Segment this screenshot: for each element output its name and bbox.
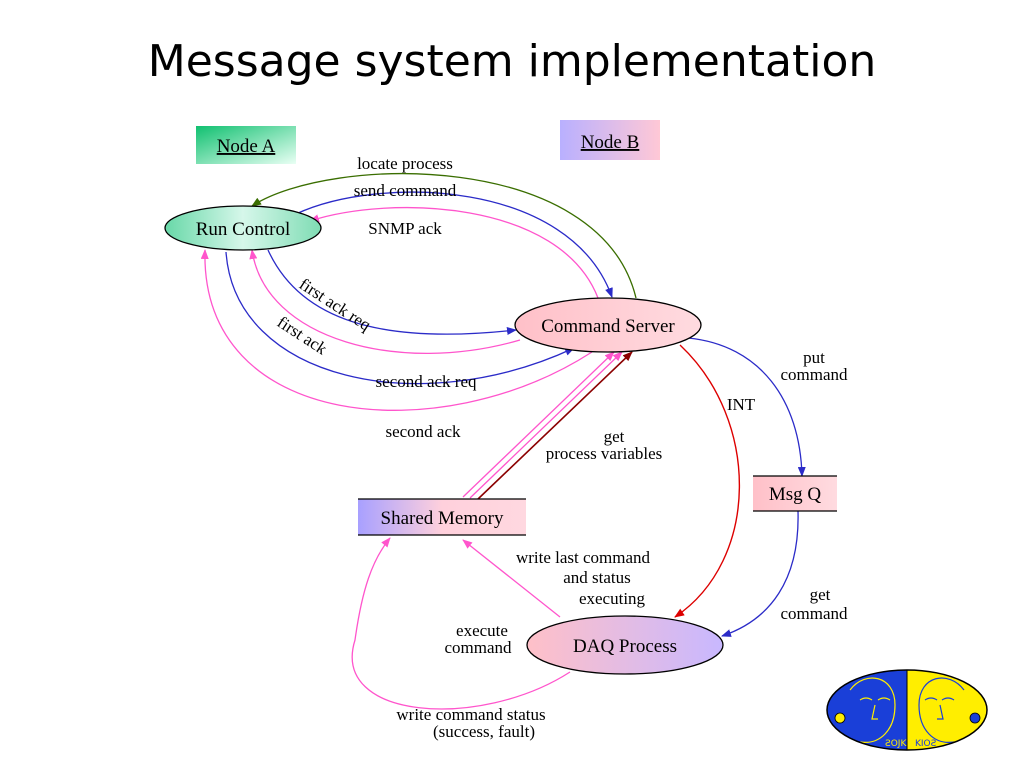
edge-get-process-variables-pink1	[462, 351, 615, 498]
node-a-box: Node A	[196, 126, 296, 164]
shared-memory-label: Shared Memory	[381, 508, 504, 529]
label-get-command-2: command	[780, 604, 848, 623]
edge-first-ack-req	[267, 249, 517, 335]
node-b-label: Node B	[581, 132, 640, 153]
label-put-command-1: put	[803, 348, 825, 367]
label-write-last-command-2: and status	[563, 568, 631, 587]
label-write-command-status-2: (success, fault)	[433, 722, 535, 741]
label-get-process-variables-1: get	[604, 427, 625, 446]
run-control-node: Run Control	[164, 205, 322, 251]
edge-get-process-variables-pink2	[469, 351, 623, 499]
label-execute-command-2: command	[444, 638, 512, 657]
run-control-label: Run Control	[196, 219, 290, 240]
label-write-command-status-1: write command status	[396, 705, 545, 724]
page-title: Message system implementation	[147, 36, 877, 87]
daq-process-node: DAQ Process	[526, 615, 724, 675]
edge-second-ack-req	[225, 251, 575, 385]
label-locate-process: locate process	[357, 154, 453, 173]
label-get-process-variables-2: process variables	[546, 444, 663, 463]
edge-int	[674, 344, 741, 618]
node-b-box: Node B	[560, 120, 660, 160]
edge-locate-process	[251, 173, 637, 299]
label-second-ack: second ack	[385, 422, 461, 441]
edge-put-command	[687, 337, 806, 477]
logo-image: ƧOJK KIOƧ	[826, 669, 988, 751]
label-snmp-ack: SNMP ack	[368, 219, 442, 238]
msg-q-label: Msg Q	[769, 484, 822, 505]
edge-write-command-status	[351, 537, 571, 710]
msg-q-node: Msg Q	[753, 475, 837, 512]
edge-second-ack	[200, 249, 593, 411]
svg-text:KIOƧ: KIOƧ	[915, 739, 937, 749]
label-write-last-command-3: executing	[579, 589, 646, 608]
edge-get-process-variables-dark	[477, 351, 633, 500]
edge-first-ack	[249, 249, 521, 355]
label-put-command-2: command	[780, 365, 848, 384]
daq-process-label: DAQ Process	[573, 636, 677, 657]
label-execute-command-1: execute	[456, 621, 508, 640]
edge-snmp-ack	[309, 206, 599, 299]
label-int: INT	[727, 395, 756, 414]
edge-get-command	[721, 510, 799, 637]
shared-memory-node: Shared Memory	[358, 498, 526, 536]
node-a-label: Node A	[217, 136, 276, 157]
command-server-node: Command Server	[514, 297, 702, 353]
edge-send-command	[295, 191, 613, 298]
svg-text:ƧOJK: ƧOJK	[885, 739, 907, 749]
label-write-last-command-1: write last command	[516, 548, 651, 567]
label-first-ack: first ack	[274, 312, 331, 358]
label-second-ack-req: second ack req	[375, 372, 477, 391]
edge-write-last-command	[462, 539, 561, 618]
label-send-command: send command	[354, 181, 457, 200]
label-get-command-1: get	[810, 585, 831, 604]
command-server-label: Command Server	[541, 316, 675, 337]
